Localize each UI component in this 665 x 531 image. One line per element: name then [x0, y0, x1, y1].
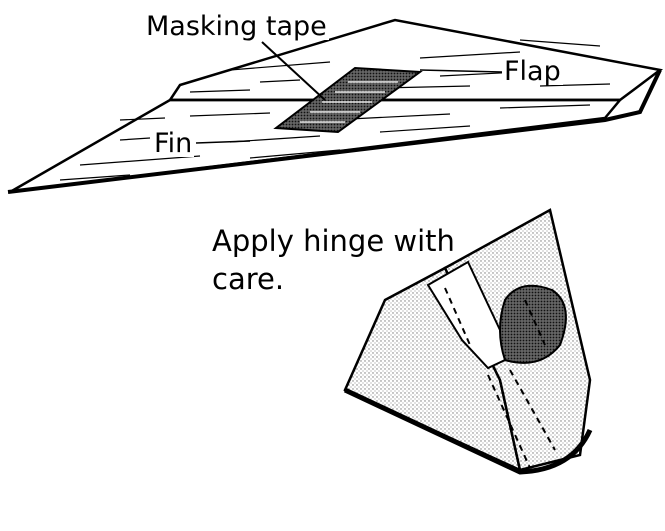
fin-label: Fin — [152, 128, 195, 159]
fin-leader — [195, 140, 251, 144]
masking-tape-label: Masking tape — [144, 11, 329, 42]
hinge-assembly — [343, 208, 593, 475]
hinge-dashes — [444, 287, 556, 469]
fin-edge — [7, 69, 662, 194]
masking-tape-leader — [261, 41, 326, 101]
hinge-instruction: Apply hinge with care. — [212, 224, 455, 296]
fin-assembly — [7, 18, 664, 194]
masking-tape-strip — [273, 66, 423, 134]
flap-leader — [419, 69, 503, 73]
hinge-bottom-edge — [343, 387, 593, 475]
flap-label: Flap — [502, 56, 563, 87]
tape-lines — [300, 81, 398, 123]
peeled-tape — [499, 284, 567, 364]
